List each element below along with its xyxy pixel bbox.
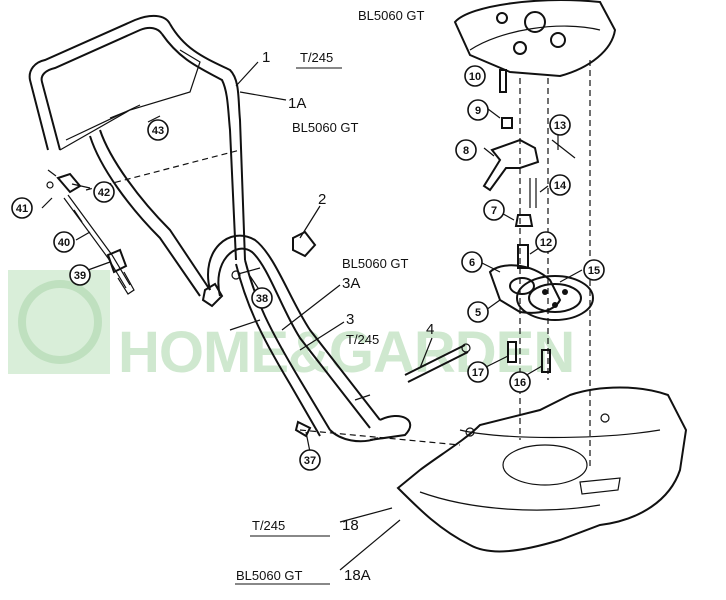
callout-circle [53, 231, 75, 253]
assembly-line [299, 429, 461, 446]
callout-circle [251, 287, 273, 309]
callout-circle [583, 259, 605, 281]
callout-circle [467, 301, 489, 323]
callout-label: 6 [469, 257, 475, 269]
callout-label: 9 [475, 105, 481, 117]
part-18a-model: BL5060 GT [236, 568, 303, 583]
handle-upper [28, 14, 246, 297]
callout-circle [509, 371, 531, 393]
callout-circle [549, 114, 571, 136]
callout-label: 8 [463, 145, 469, 157]
callout-label: 38 [256, 293, 268, 305]
callout-37: 37 [299, 449, 321, 471]
part-number-2: 2 [318, 191, 326, 208]
part-number-3a: 3A [342, 275, 360, 292]
watermark-swirl [18, 280, 102, 364]
callout-circle [147, 119, 169, 141]
callout-circle [467, 361, 489, 383]
pulley-assembly [482, 69, 594, 373]
part-number-18a: 18A [344, 567, 371, 584]
callout-label: 5 [475, 307, 481, 319]
part-3a-model: BL5060 GT [342, 256, 409, 271]
callout-16: 16 [509, 371, 531, 393]
part-number-3: 3 [346, 311, 354, 328]
callout-15: 15 [583, 259, 605, 281]
callout-label: 17 [472, 367, 484, 379]
rod-4 [404, 343, 471, 383]
callout-40: 40 [53, 231, 75, 253]
mower-deck [396, 386, 688, 553]
callout-circle [483, 199, 505, 221]
callout-label: 7 [491, 205, 497, 217]
part-18-model: T/245 [252, 518, 285, 533]
callout-label: 40 [58, 237, 70, 249]
callout-label: 43 [152, 125, 164, 137]
callout-circle [464, 65, 486, 87]
watermark: HOME&GARDEN [8, 270, 575, 385]
label-underlines [235, 67, 342, 585]
callout-circle [549, 174, 571, 196]
callout-label: 42 [98, 187, 110, 199]
callout-circle [467, 99, 489, 121]
callout-label: 15 [588, 265, 600, 277]
callout-label: 37 [304, 455, 316, 467]
leader-lines [41, 61, 583, 571]
callout-label: 16 [514, 377, 526, 389]
assembly-line [85, 149, 241, 191]
callout-13: 13 [549, 114, 571, 136]
handle-lower [207, 234, 412, 443]
callout-circle [299, 449, 321, 471]
callout-43: 43 [147, 119, 169, 141]
callout-circle [461, 251, 483, 273]
callout-38: 38 [251, 287, 273, 309]
part-number-1a: 1A [288, 95, 306, 112]
part-number-1: 1 [262, 49, 270, 66]
gearbox-housing [453, 0, 617, 78]
callout-circle [11, 197, 33, 219]
callout-42: 42 [93, 181, 115, 203]
callout-label: 41 [16, 203, 28, 215]
callout-circle [93, 181, 115, 203]
callout-6: 6 [461, 251, 483, 273]
part-3-model: T/245 [346, 332, 379, 347]
callout-label: 14 [554, 180, 567, 192]
callout-label: 13 [554, 120, 566, 132]
callout-17: 17 [467, 361, 489, 383]
callout-8: 8 [455, 139, 477, 161]
callout-41: 41 [11, 197, 33, 219]
part-1-model: T/245 [300, 50, 333, 65]
callout-circle [455, 139, 477, 161]
model-label-top: BL5060 GT [358, 8, 425, 23]
callout-14: 14 [549, 174, 571, 196]
callout-label: 12 [540, 237, 552, 249]
callout-9: 9 [467, 99, 489, 121]
callout-7: 7 [483, 199, 505, 221]
cable-assembly [46, 169, 135, 295]
callout-10: 10 [464, 65, 486, 87]
part-number-4: 4 [426, 321, 434, 338]
callout-12: 12 [535, 231, 557, 253]
callout-5: 5 [467, 301, 489, 323]
callout-39: 39 [69, 264, 91, 286]
watermark-text: HOME&GARDEN [118, 320, 574, 385]
callout-circle [535, 231, 557, 253]
callout-label: 39 [74, 270, 86, 282]
part-1a-model: BL5060 GT [292, 120, 359, 135]
part-number-18: 18 [342, 517, 359, 534]
callout-circle [69, 264, 91, 286]
callout-label: 10 [469, 71, 481, 83]
